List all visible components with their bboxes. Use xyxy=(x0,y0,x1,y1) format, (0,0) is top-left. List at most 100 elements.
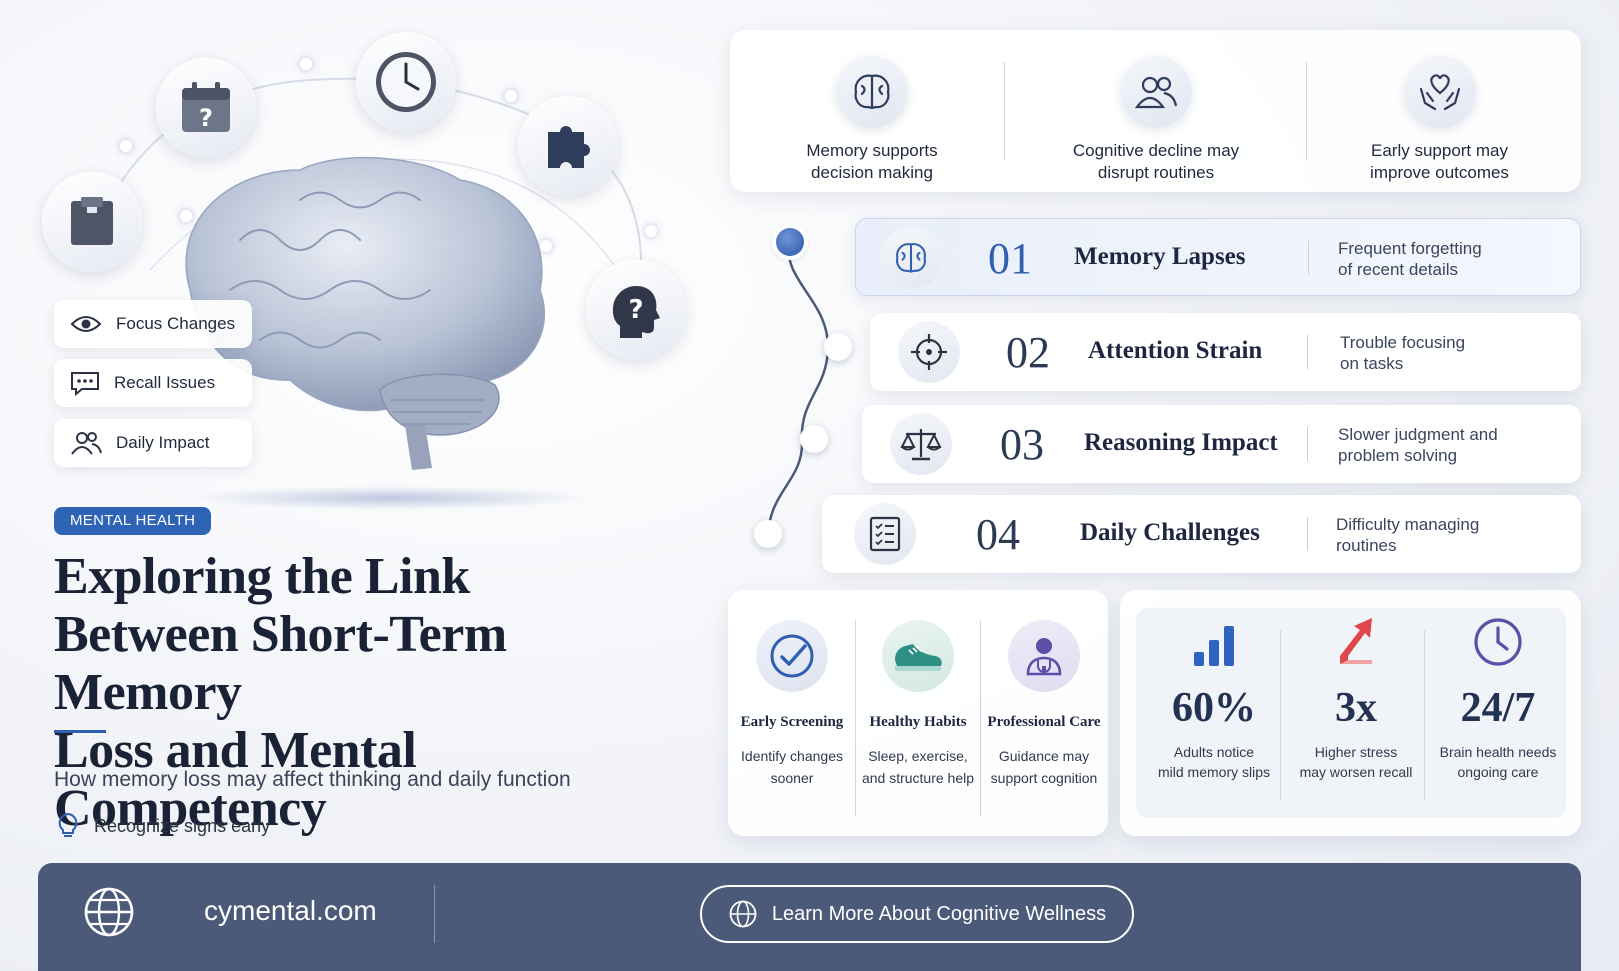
timeline-node-active xyxy=(776,228,804,256)
timeline-node xyxy=(824,333,852,361)
row-title: Attention Strain xyxy=(1088,337,1263,364)
puzzle-icon xyxy=(518,96,618,196)
pill-daily-impact: Daily Impact xyxy=(54,419,252,467)
network-dot xyxy=(300,58,312,70)
trend-up-icon xyxy=(1286,612,1426,668)
tip-desc-line: Sleep, exercise, xyxy=(868,748,968,764)
site-link[interactable]: cymental.com xyxy=(204,895,377,926)
clock-icon xyxy=(1428,612,1568,668)
globe-icon xyxy=(82,885,136,939)
heart-hands-icon xyxy=(1403,56,1476,128)
divider xyxy=(855,620,856,816)
overview-text: disrupt routines xyxy=(1097,163,1215,182)
row-desc-line: routines xyxy=(1336,536,1397,555)
stat-desc: Higher stress may worsen recall xyxy=(1286,742,1426,782)
timeline-connector xyxy=(766,239,830,536)
shoe-icon xyxy=(882,620,954,692)
tips-card: Early Screening Identify changes sooner … xyxy=(728,590,1108,836)
divider xyxy=(1307,517,1308,551)
title-line: Between Short-Term Memory xyxy=(54,606,507,721)
tip-desc: Guidance may support cognition xyxy=(982,745,1106,789)
tip-desc-line: support cognition xyxy=(990,770,1098,786)
row-desc-line: of recent details xyxy=(1338,260,1459,279)
stat-item: 3x Higher stress may worsen recall xyxy=(1286,612,1426,782)
stat-desc-line: may worsen recall xyxy=(1299,764,1413,780)
row-desc-line: on tasks xyxy=(1340,354,1404,373)
divider xyxy=(1280,630,1281,800)
overview-text: Memory supports xyxy=(806,141,938,160)
overview-text: improve outcomes xyxy=(1370,163,1509,182)
clock-icon xyxy=(356,32,456,132)
title-line: Exploring the Link xyxy=(54,548,470,605)
timeline-node xyxy=(800,425,828,453)
target-icon xyxy=(898,321,960,383)
divider xyxy=(1308,241,1309,275)
stat-value: 60% xyxy=(1172,685,1256,731)
pill-label: Daily Impact xyxy=(116,433,210,452)
footer-divider xyxy=(434,885,435,943)
network-dot xyxy=(540,240,552,252)
footer-bar: cymental.com Learn More About Cognitive … xyxy=(38,863,1581,971)
overview-text: decision making xyxy=(811,163,933,182)
stat-item: 24/7 Brain health needs ongoing care xyxy=(1428,612,1568,782)
list-item: 03 Reasoning Impact Slower judgment and … xyxy=(862,405,1581,483)
divider xyxy=(1306,62,1307,160)
row-number: 01 xyxy=(988,234,1032,283)
divider xyxy=(1424,630,1425,800)
row-number: 04 xyxy=(976,510,1020,559)
globe-icon xyxy=(729,900,757,928)
row-title: Memory Lapses xyxy=(1074,243,1246,270)
stat-desc-line: Adults notice xyxy=(1173,744,1255,760)
tip-row: Recognize signs early xyxy=(56,812,270,840)
learn-more-button[interactable]: Learn More About Cognitive Wellness xyxy=(700,885,1134,943)
row-desc: Frequent forgetting of recent details xyxy=(1338,238,1482,280)
row-title: Reasoning Impact xyxy=(1084,429,1278,456)
divider xyxy=(1004,62,1005,160)
overview-text: Cognitive decline may xyxy=(1072,141,1240,160)
row-desc-line: Slower judgment and xyxy=(1338,425,1498,444)
brain-icon xyxy=(880,227,942,289)
row-desc: Slower judgment and problem solving xyxy=(1338,424,1498,466)
network-dot xyxy=(120,140,132,152)
tip-desc-line: sooner xyxy=(770,770,814,786)
svg-text:?: ? xyxy=(628,295,643,325)
subtitle: How memory loss may affect thinking and … xyxy=(54,768,571,791)
checklist-icon xyxy=(854,503,916,565)
title-underline xyxy=(54,730,106,733)
hero-illustration xyxy=(40,30,690,510)
stat-desc-line: Higher stress xyxy=(1314,744,1398,760)
title-line: Loss and Mental Competency xyxy=(54,722,417,837)
pill-recall-issues: Recall Issues xyxy=(54,359,252,407)
overview-item: Cognitive decline may disrupt routines xyxy=(1014,48,1298,184)
row-number: 02 xyxy=(1006,328,1050,377)
tip-desc-line: and structure help xyxy=(861,770,975,786)
chat-icon xyxy=(71,372,99,396)
row-desc: Trouble focusing on tasks xyxy=(1340,332,1465,374)
row-desc-line: problem solving xyxy=(1338,446,1458,465)
row-desc-line: Difficulty managing xyxy=(1336,515,1480,534)
head-question-icon: ? xyxy=(586,260,686,360)
stat-desc: Brain health needs ongoing care xyxy=(1428,742,1568,782)
clipboard-icon xyxy=(42,172,142,272)
network-dot xyxy=(505,90,517,102)
stat-desc: Adults notice mild memory slips xyxy=(1144,742,1284,782)
tip-item: Early Screening Identify changes sooner xyxy=(730,620,854,789)
overview-text: Early support may xyxy=(1371,141,1508,160)
pill-label: Focus Changes xyxy=(116,314,236,333)
tip-title: Professional Care xyxy=(987,714,1101,730)
list-item: 02 Attention Strain Trouble focusing on … xyxy=(870,313,1581,391)
svg-text:?: ? xyxy=(199,104,213,132)
row-number: 03 xyxy=(1000,420,1044,469)
tip-text: Recognize signs early xyxy=(94,815,271,836)
overview-item: Early support may improve outcomes xyxy=(1298,48,1581,184)
eye-icon xyxy=(70,316,102,332)
learn-more-label: Learn More About Cognitive Wellness xyxy=(771,902,1107,925)
tip-desc-line: Identify changes xyxy=(741,748,843,764)
category-tag-label: MENTAL HEALTH xyxy=(70,512,196,529)
tip-title: Early Screening xyxy=(740,714,844,730)
stat-desc-line: ongoing care xyxy=(1457,764,1539,780)
row-desc-line: Trouble focusing xyxy=(1340,333,1466,352)
list-item: 01 Memory Lapses Frequent forgetting of … xyxy=(855,218,1581,296)
category-tag: MENTAL HEALTH xyxy=(54,507,212,535)
pill-focus-changes: Focus Changes xyxy=(54,300,252,348)
